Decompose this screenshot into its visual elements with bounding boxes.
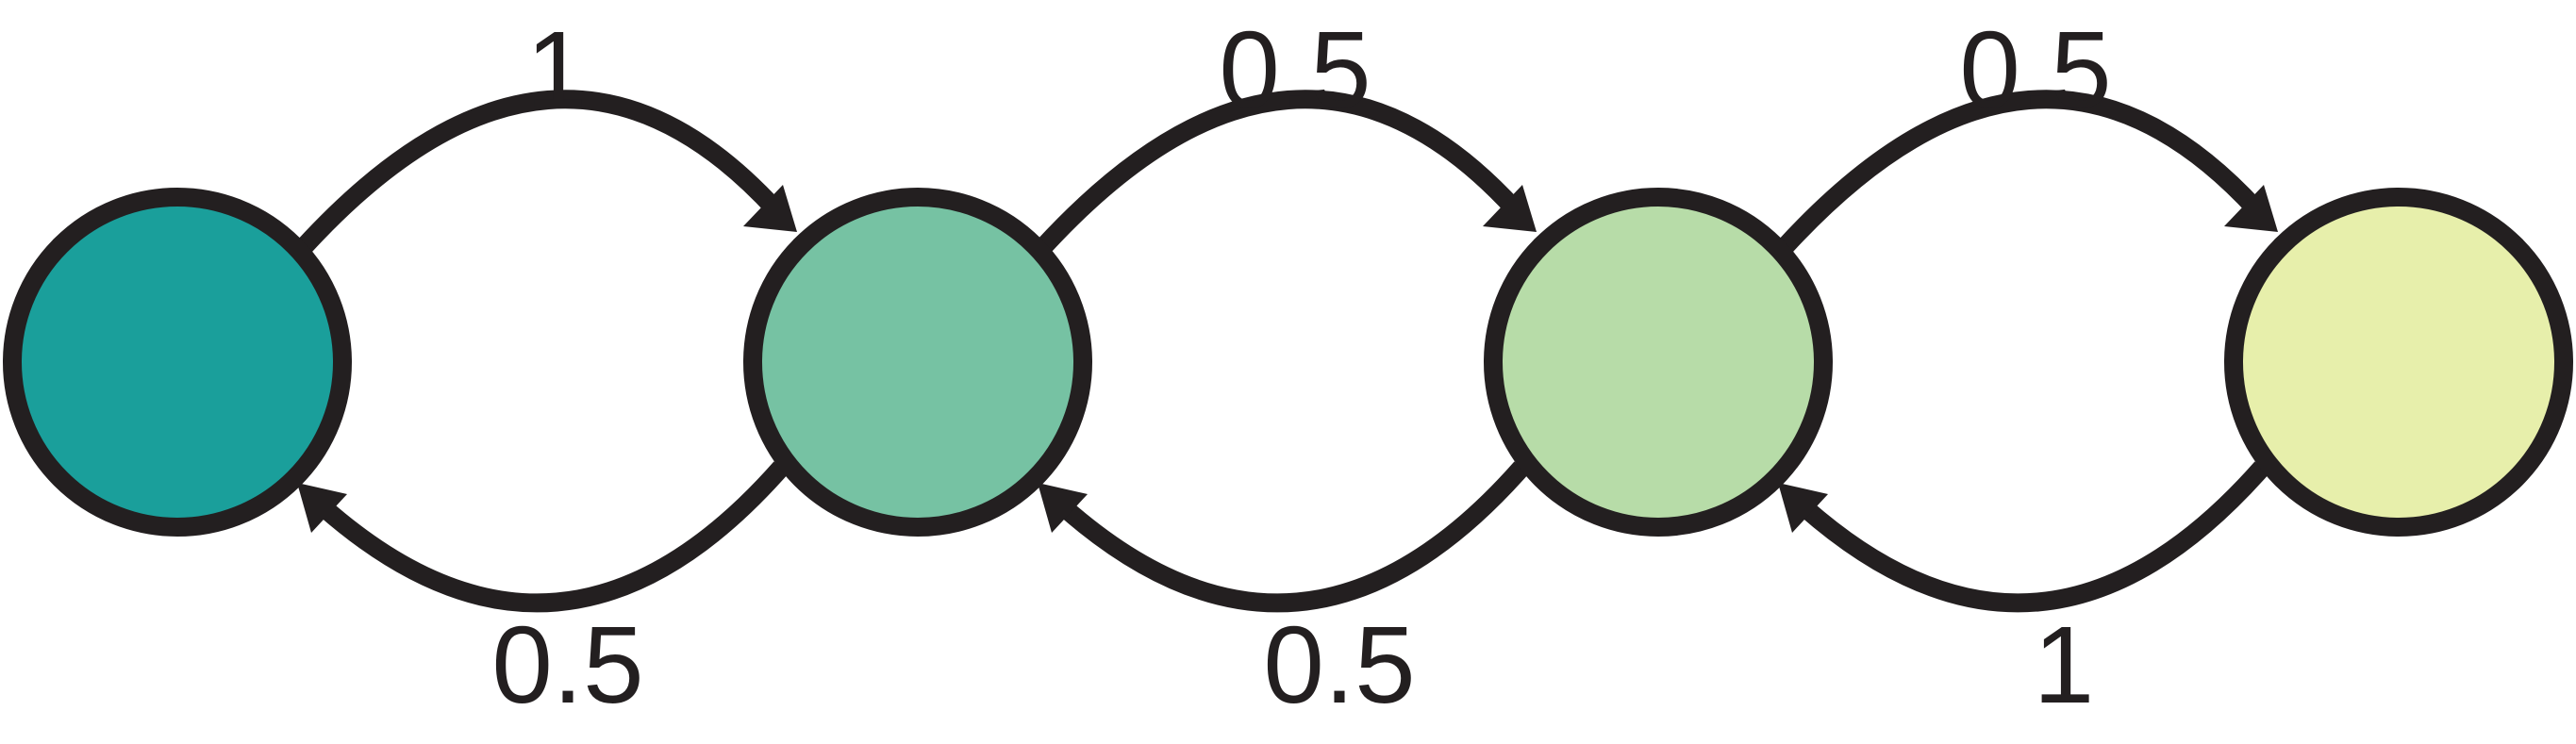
edge-4-to-3-arrowhead [1778, 483, 1828, 533]
edge-2-to-1 [317, 461, 789, 613]
edge-3-to-2 [1057, 461, 1529, 613]
state-node-4 [2224, 188, 2573, 537]
edge-label-2-to-1: 0.5 [491, 603, 643, 726]
edge-2-to-1-arrowhead [297, 483, 347, 533]
edge-3-to-4-arrowhead [2224, 185, 2278, 232]
edge-2-to-3-arrowhead [1483, 185, 1537, 232]
edge-label-3-to-2: 0.5 [1263, 603, 1415, 726]
edge-4-to-3 [1798, 461, 2269, 613]
edge-label-3-to-4: 0.5 [1959, 8, 2111, 131]
edge-label-1-to-2: 1 [526, 8, 588, 131]
edge-1-to-2-arrowhead [743, 185, 797, 232]
edge-label-2-to-3: 0.5 [1219, 8, 1371, 131]
edge-2-to-3 [1036, 90, 1522, 254]
state-node-3 [1484, 188, 1833, 537]
edge-3-to-2-arrowhead [1038, 483, 1088, 533]
edge-3-to-4 [1777, 90, 2264, 254]
edge-label-4-to-3: 1 [2034, 603, 2095, 726]
state-node-2 [743, 188, 1092, 537]
edge-1-to-2 [296, 90, 783, 254]
state-node-1 [3, 188, 352, 537]
